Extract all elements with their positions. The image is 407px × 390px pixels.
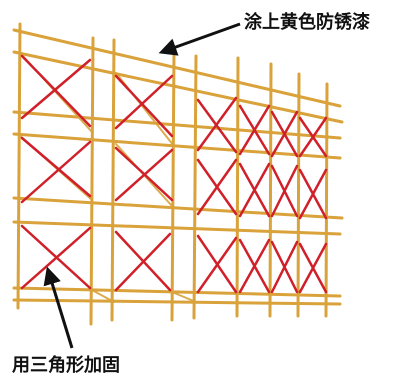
brace-r1b [196, 96, 238, 152]
red-braces [20, 54, 328, 294]
pole-7 [268, 62, 273, 318]
annotation-arrows [43, 22, 241, 349]
tan-brace-6 [171, 291, 197, 303]
brace-m1b [114, 74, 174, 130]
arrow-triangle [43, 266, 74, 349]
brace-r3b [196, 236, 238, 294]
ledger-7 [12, 286, 342, 298]
pole-8 [296, 72, 301, 318]
brace-t2b [270, 164, 299, 218]
ledger-2 [12, 50, 344, 124]
brace-u2b [298, 168, 328, 220]
brace-l1a [20, 54, 92, 128]
brace-u1b [298, 116, 328, 158]
brace-l3b [20, 226, 92, 290]
pole-9 [324, 82, 329, 318]
brace-r2b [196, 158, 238, 216]
brace-s2b [238, 162, 271, 218]
tan-brace-5 [91, 289, 115, 303]
paint-annotation-label: 涂上黄色防锈漆 [244, 12, 370, 33]
ledger-8 [12, 298, 342, 306]
arrow-paint [158, 22, 241, 56]
brace-l1b [20, 58, 92, 120]
brace-l2a [20, 136, 92, 198]
brace-u3b [298, 242, 328, 294]
triangle-annotation-label: 用三角形加固 [12, 355, 120, 376]
pole-4 [170, 50, 176, 322]
brace-t1b [270, 110, 299, 158]
brace-m3b [114, 232, 172, 292]
brace-s3b [238, 238, 271, 294]
brace-m1a [114, 74, 174, 138]
brace-s1b [238, 104, 271, 156]
ledger-3 [12, 110, 342, 140]
pole-2 [89, 36, 95, 326]
ledger-5 [12, 196, 344, 220]
pole-3 [110, 38, 116, 322]
brace-t3b [270, 240, 299, 294]
pole-1 [16, 22, 22, 310]
brace-m2b [114, 148, 174, 202]
ledger-6 [12, 220, 342, 236]
horizontal-ledgers [12, 28, 344, 306]
pole-6 [235, 56, 240, 318]
pole-5 [192, 54, 198, 320]
ledger-4 [12, 132, 342, 160]
ledger-1 [12, 28, 342, 108]
brace-l2b [20, 140, 92, 204]
